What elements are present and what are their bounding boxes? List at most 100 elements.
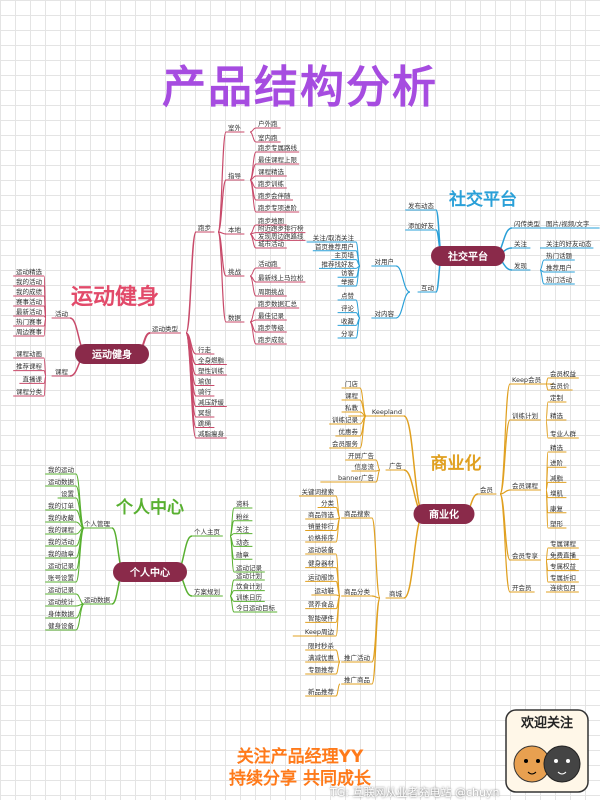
leaf-item: 最佳课程上限 — [258, 155, 298, 164]
leaf-item: 推荐找好友 — [322, 259, 355, 268]
branch-link — [249, 131, 257, 143]
leaf-item: 跑步会伴随 — [258, 191, 291, 200]
group-label: 闪传类型 — [514, 219, 541, 228]
subgroup-label: 跑步 — [198, 223, 212, 232]
sticker-text: 欢迎关注 — [520, 716, 573, 731]
leaf-item: 会员权益 — [550, 369, 577, 378]
leaf-item: 我的课程 — [48, 525, 75, 534]
leaf-item: 评论 — [341, 304, 355, 313]
branch-link — [545, 383, 549, 391]
leaf-item: 图片/视频/文字 — [546, 219, 590, 228]
leaf-item: 冥想 — [198, 408, 212, 417]
commerce-root-node — [413, 504, 475, 524]
leaf-item: 关注/取消关注 — [313, 233, 355, 242]
leaf-item: 门店 — [345, 379, 359, 388]
branch-link — [499, 493, 511, 593]
branch-link — [375, 459, 381, 471]
leaf-item: 最新线上马拉松 — [258, 273, 304, 282]
leaf-item: 我的运动 — [48, 465, 75, 474]
subgroup-label: 室外 — [228, 123, 242, 132]
leaf-item: 关注的好友动态 — [546, 239, 592, 248]
leaf-item: 户外跑 — [258, 119, 278, 128]
leaf-item: 康复 — [550, 504, 564, 513]
subgroup-label: 会员课程 — [512, 481, 539, 490]
branch-link — [75, 485, 85, 529]
subgroup-label: Keep会员 — [512, 375, 542, 384]
group-label: 互动 — [421, 284, 435, 292]
branch-link — [249, 179, 257, 213]
leaf-item: 举报 — [341, 277, 355, 286]
branch-link — [185, 231, 197, 334]
branch-link — [75, 527, 85, 583]
leaf-item: 运动数据 — [48, 477, 75, 486]
leaf-item: 跑步地图 — [258, 216, 284, 225]
leaf-item: 推荐用户 — [546, 263, 572, 272]
leaf-item: 账号设置 — [48, 573, 75, 582]
social-root-node — [431, 246, 505, 266]
subgroup-label: 指导 — [228, 171, 242, 180]
leaf-item: 城市活动 — [258, 239, 285, 248]
branch-link — [499, 419, 511, 495]
leaf-item: 身体数据 — [48, 609, 75, 618]
branch-link — [217, 231, 227, 323]
subgroup-label: 本地 — [228, 225, 242, 234]
leaf-item: 训练记录 — [332, 415, 359, 424]
leaf-item: 行走 — [198, 345, 212, 354]
branch-link — [395, 291, 411, 319]
leaf-item: 关键词搜索 — [302, 487, 335, 496]
branch-link — [371, 595, 381, 599]
leaf-item: 专题推荐 — [308, 665, 335, 674]
subgroup-label: 挑战 — [228, 267, 242, 276]
leaf-item: 专属课程 — [550, 539, 577, 548]
leaf-item: 访客 — [341, 268, 355, 277]
leaf-item: 最佳记录 — [258, 311, 285, 320]
leaf-item: 进阶 — [550, 458, 564, 467]
leaf-item: 热门赛事 — [16, 317, 43, 326]
branch-link — [249, 321, 257, 345]
leaf-item: 运动记录 — [48, 562, 75, 570]
leaf-item: 定制 — [550, 393, 564, 402]
leaf-item: 专业人群 — [550, 429, 577, 438]
branch-link — [355, 317, 361, 339]
leaf-item: 最新活动 — [16, 307, 43, 316]
leaf-item: 动态 — [236, 537, 250, 546]
fitness-root-node-text: 运动健身 — [92, 348, 132, 361]
branch-link — [229, 590, 235, 597]
leaf-item: banner广告 — [338, 473, 375, 482]
leaf-item: 塑性训练 — [198, 366, 225, 375]
leaf-item: Keep周边 — [305, 628, 335, 636]
leaf-item: 跑步专项进阶 — [258, 203, 298, 212]
subgroup-label: 商品分类 — [344, 587, 371, 596]
leaf-item: 跑步专属路线 — [258, 143, 298, 152]
branch-link — [43, 375, 47, 397]
branch-link — [217, 179, 227, 233]
leaf-item: 连续包月 — [550, 583, 576, 592]
branch-link — [75, 593, 85, 605]
branch-link — [545, 547, 549, 561]
branch-link — [249, 267, 257, 277]
leaf-item: 减脂瘦身 — [198, 429, 225, 438]
leaf-item: 活动跑 — [258, 259, 278, 268]
group-label: 方案规划 — [194, 587, 220, 596]
branch-link — [229, 595, 235, 613]
leaf-item: 直播课 — [23, 374, 43, 383]
branch-link — [539, 259, 545, 271]
leaf-item: 收藏 — [341, 316, 355, 325]
leaf-item: 运动记录 — [236, 564, 263, 572]
leaf-item: 减脂 — [550, 473, 564, 482]
leaf-item: 塑形 — [550, 519, 564, 528]
group-label: 运动数据 — [84, 595, 111, 604]
leaf-item: 运动精选 — [16, 267, 43, 276]
group-label: 个人主页 — [194, 527, 221, 536]
leaf-item: 热门活动 — [546, 275, 573, 284]
leaf-item: 信息流 — [355, 462, 375, 471]
group-label: 会员 — [480, 485, 494, 494]
group-label: 商城 — [389, 589, 403, 598]
leaf-item: 运动统计 — [48, 597, 75, 606]
leaf-item: 勋章 — [236, 550, 250, 559]
subgroup-label: 商品搜索 — [344, 509, 371, 518]
branch-link — [185, 332, 197, 439]
group-label: 发布动态 — [408, 201, 435, 210]
branch-link — [403, 415, 425, 515]
branch-link — [499, 383, 511, 495]
